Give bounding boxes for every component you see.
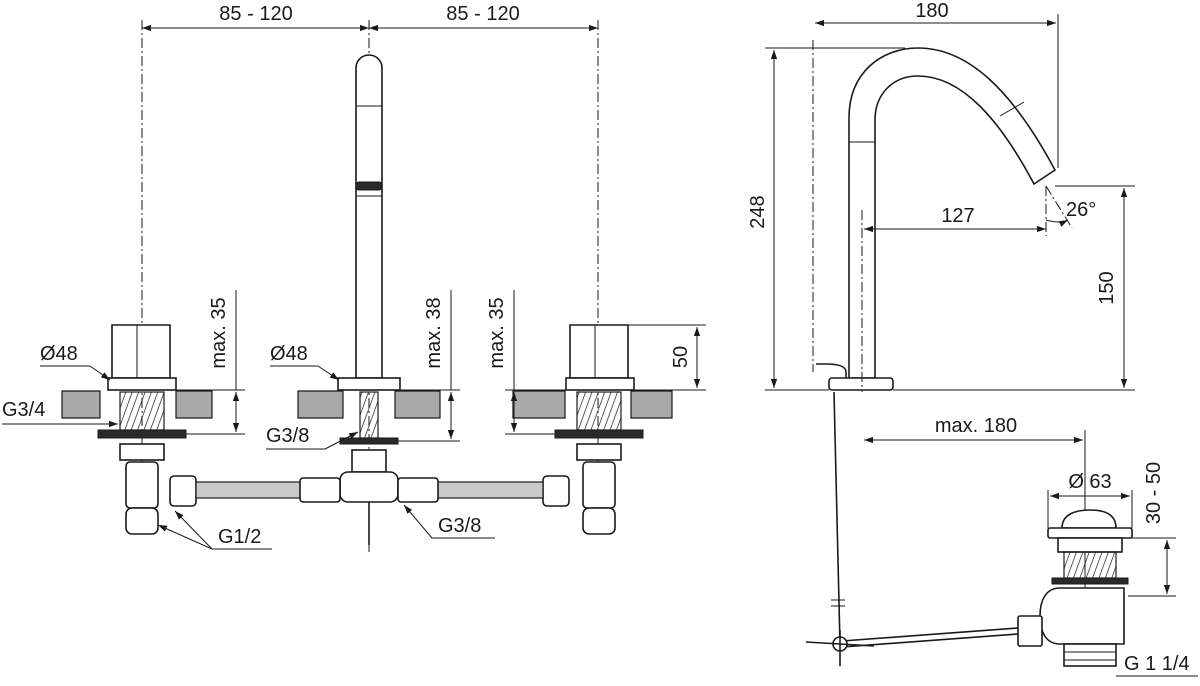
left-inlet-elbow [125,461,159,509]
side-pull-rod [833,391,841,646]
label-spacing-right: 85 - 120 [446,3,519,25]
label-spacing-left: 85 - 120 [219,3,292,25]
waste-nut [1051,577,1129,585]
waste-flange [1047,527,1133,539]
right-handle [569,324,629,379]
label-reach: 127 [941,205,974,227]
left-valve-body [119,443,165,461]
left-threaded-shank [119,391,165,431]
waste-body-lower [1039,587,1125,645]
spout-valve-body [351,449,387,473]
right-rosette [565,377,635,391]
countertop-right-inner [512,390,566,419]
label-diameter-left: Ø48 [40,343,78,365]
label-max-center: max. 38 [423,297,445,368]
left-rosette [107,377,177,391]
label-angle: 26° [1066,199,1096,221]
right-hose-nut [542,475,570,507]
countertop-left-inner [175,390,213,419]
countertop-right-outer [630,390,673,419]
left-inlet-fitting [125,507,159,535]
label-thread-inlet: G1/2 [218,526,261,548]
label-projection: 180 [915,0,948,22]
spout-nut [339,437,399,445]
spout-mixer-block [339,471,399,503]
dim-angle [1045,219,1069,227]
right-valve-body [576,443,622,461]
front-view: 85 - 120 85 - 120 [2,3,706,555]
side-lever [816,363,847,378]
label-diameter-center: Ø48 [270,343,308,365]
countertop-center-left [297,390,344,419]
waste-assembly: Ø 63 30 - 50 G 1 1/4 [805,462,1198,677]
waste-thread [1063,551,1117,579]
right-threaded-shank [576,391,622,431]
label-max-right: max. 35 [486,297,508,368]
label-outlet-height: 150 [1096,271,1118,304]
side-spout [848,47,1057,379]
countertop-center-right [394,390,441,419]
left-handle [111,324,171,379]
spout-base-rosette [337,377,401,391]
label-waste-thread: G 1 1/4 [1124,653,1190,675]
label-rod-reach: max. 180 [935,415,1017,437]
label-thread-left: G3/4 [2,399,45,421]
label-thread-connector: G3/8 [438,515,481,537]
spout-threaded-shank [359,391,379,439]
waste-tailpiece [1063,643,1117,667]
spout-tube [355,54,383,379]
waste-linkage-rod-lower [841,633,1019,648]
right-inlet-elbow [582,461,616,509]
left-nut [97,429,187,439]
label-handle-height: 50 [670,346,692,368]
label-waste-height: 30 - 50 [1143,462,1165,524]
label-waste-diameter: Ø 63 [1068,471,1111,493]
spout-aerator-ring [355,181,383,191]
label-height: 248 [747,195,769,228]
label-max-left: max. 35 [208,297,230,368]
right-nut [554,429,644,439]
side-base [828,377,894,391]
label-thread-center: G3/8 [266,425,309,447]
countertop-left-outer [61,390,101,419]
waste-body-upper [1057,537,1123,553]
right-inlet-fitting [582,507,616,535]
waste-plug [1061,509,1117,529]
waste-rod-housing [1017,615,1043,647]
left-hose-nut [169,475,197,507]
waste-linkage-rod [841,627,1019,642]
